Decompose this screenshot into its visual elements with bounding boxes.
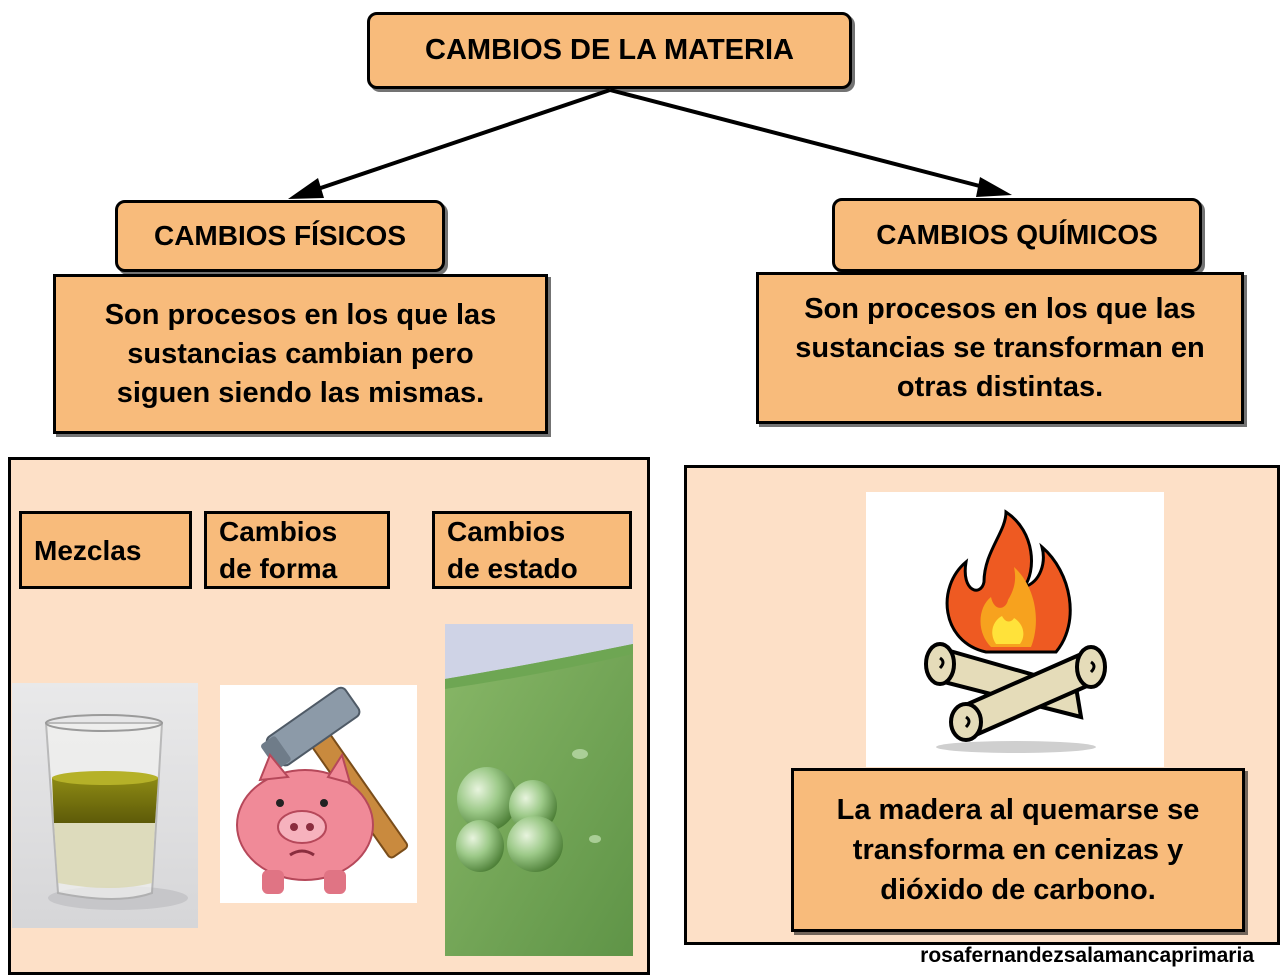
chemical-example-line: La madera al quemarse se	[836, 794, 1200, 826]
physical-description-line: Son procesos en los que las	[104, 298, 497, 331]
piggy-hammer-image	[220, 685, 417, 903]
chemical-example-box: La madera al quemarse se transforma en c…	[791, 768, 1245, 932]
arrow-to-chemical	[609, 88, 996, 192]
category-mezclas: Mezclas	[19, 511, 192, 589]
category-label: Cambios	[447, 516, 566, 547]
chemical-title-box: CAMBIOS QUÍMICOS	[832, 198, 1202, 272]
arrow-to-physical	[299, 88, 611, 197]
root-title: CAMBIOS DE LA MATERIA	[425, 34, 794, 66]
arrowhead-physical	[288, 178, 324, 199]
category-label: de forma	[219, 553, 338, 584]
category-label: Cambios	[219, 516, 338, 547]
credit-text: rosafernandezsalamancaprimaria	[920, 944, 1254, 967]
physical-description-box: Son procesos en los que las sustancias c…	[53, 274, 548, 434]
physical-description-line: siguen siendo las mismas.	[116, 376, 485, 409]
campfire-image	[866, 492, 1164, 767]
category-label: de estado	[447, 553, 578, 584]
chemical-description-line: otras distintas.	[896, 370, 1104, 403]
arrowhead-chemical	[976, 177, 1012, 197]
water-drops-image	[445, 624, 633, 956]
category-cambios-de-estado: Cambios de estado	[432, 511, 632, 589]
category-label: Mezclas	[34, 534, 142, 566]
glass-mixture-image	[12, 683, 198, 928]
physical-description-line: sustancias cambian pero	[127, 337, 474, 370]
physical-title: CAMBIOS FÍSICOS	[153, 220, 406, 251]
chemical-example-line: dióxido de carbono.	[880, 874, 1156, 906]
root-concept-box: CAMBIOS DE LA MATERIA	[367, 12, 852, 89]
chemical-description-box: Son procesos en los que las sustancias s…	[756, 272, 1244, 424]
chemical-description-line: sustancias se transforman en	[795, 331, 1205, 364]
category-cambios-de-forma: Cambios de forma	[204, 511, 390, 589]
chemical-example-line: transforma en cenizas y	[852, 834, 1184, 866]
chemical-title: CAMBIOS QUÍMICOS	[876, 219, 1158, 250]
chemical-description-line: Son procesos en los que las	[804, 292, 1196, 325]
physical-title-box: CAMBIOS FÍSICOS	[115, 200, 445, 272]
